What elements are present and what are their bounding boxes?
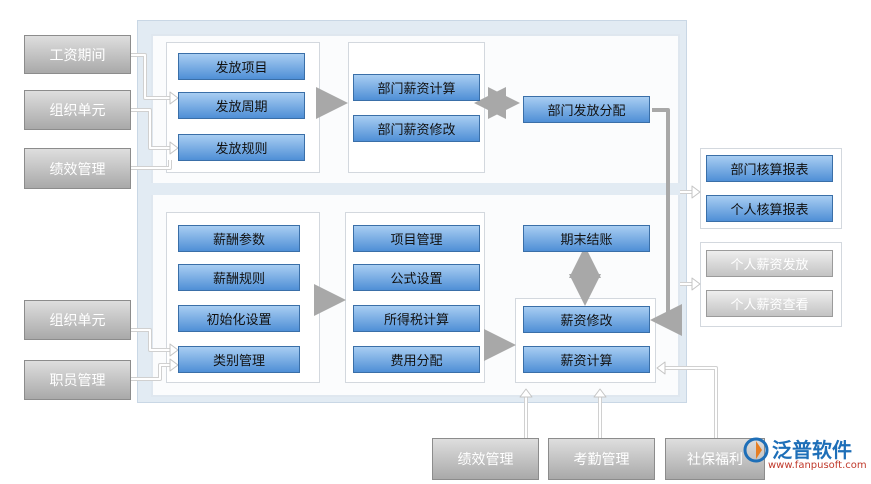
box-dept-report: 部门核算报表 — [706, 155, 833, 182]
input-salary-period: 工资期间 — [24, 35, 131, 74]
brand-logo-icon — [743, 437, 769, 463]
box-issue-items: 发放项目 — [178, 53, 305, 80]
box-dept-salary-calc: 部门薪资计算 — [353, 74, 480, 101]
box-personal-salary-view: 个人薪资查看 — [706, 290, 833, 317]
box-category-management: 类别管理 — [178, 346, 300, 373]
section-divider — [151, 183, 680, 195]
box-issue-cycle: 发放周期 — [178, 92, 305, 119]
input-org-unit-bottom: 组织单元 — [24, 300, 131, 340]
input-performance-top: 绩效管理 — [24, 148, 131, 189]
box-salary-calc: 薪资计算 — [523, 346, 650, 373]
box-period-close: 期末结账 — [523, 225, 650, 252]
box-personal-report: 个人核算报表 — [706, 195, 833, 222]
input-org-unit-top: 组织单元 — [24, 90, 131, 130]
top-calc-panel — [348, 42, 485, 173]
box-project-management: 项目管理 — [353, 225, 480, 252]
input-attendance: 考勤管理 — [548, 438, 655, 480]
box-dept-salary-modify: 部门薪资修改 — [353, 115, 480, 142]
box-formula-settings: 公式设置 — [353, 264, 480, 291]
brand-logo: 泛普软件 www.fanpusoft.com — [742, 434, 867, 476]
input-staff-management: 职员管理 — [24, 360, 131, 400]
box-income-tax-calc: 所得税计算 — [353, 305, 480, 332]
box-salary-modify: 薪资修改 — [523, 306, 650, 333]
box-dept-distribution: 部门发放分配 — [523, 96, 650, 123]
brand-name: 泛普软件 — [772, 438, 852, 462]
box-issue-rules: 发放规则 — [178, 134, 305, 161]
box-pay-params: 薪酬参数 — [178, 225, 300, 252]
brand-url: www.fanpusoft.com — [768, 460, 867, 471]
box-personal-salary-issue: 个人薪资发放 — [706, 250, 833, 277]
box-init-settings: 初始化设置 — [178, 305, 300, 332]
input-performance-bottom: 绩效管理 — [432, 438, 539, 480]
box-cost-allocation: 费用分配 — [353, 346, 480, 373]
box-pay-rules: 薪酬规则 — [178, 264, 300, 291]
